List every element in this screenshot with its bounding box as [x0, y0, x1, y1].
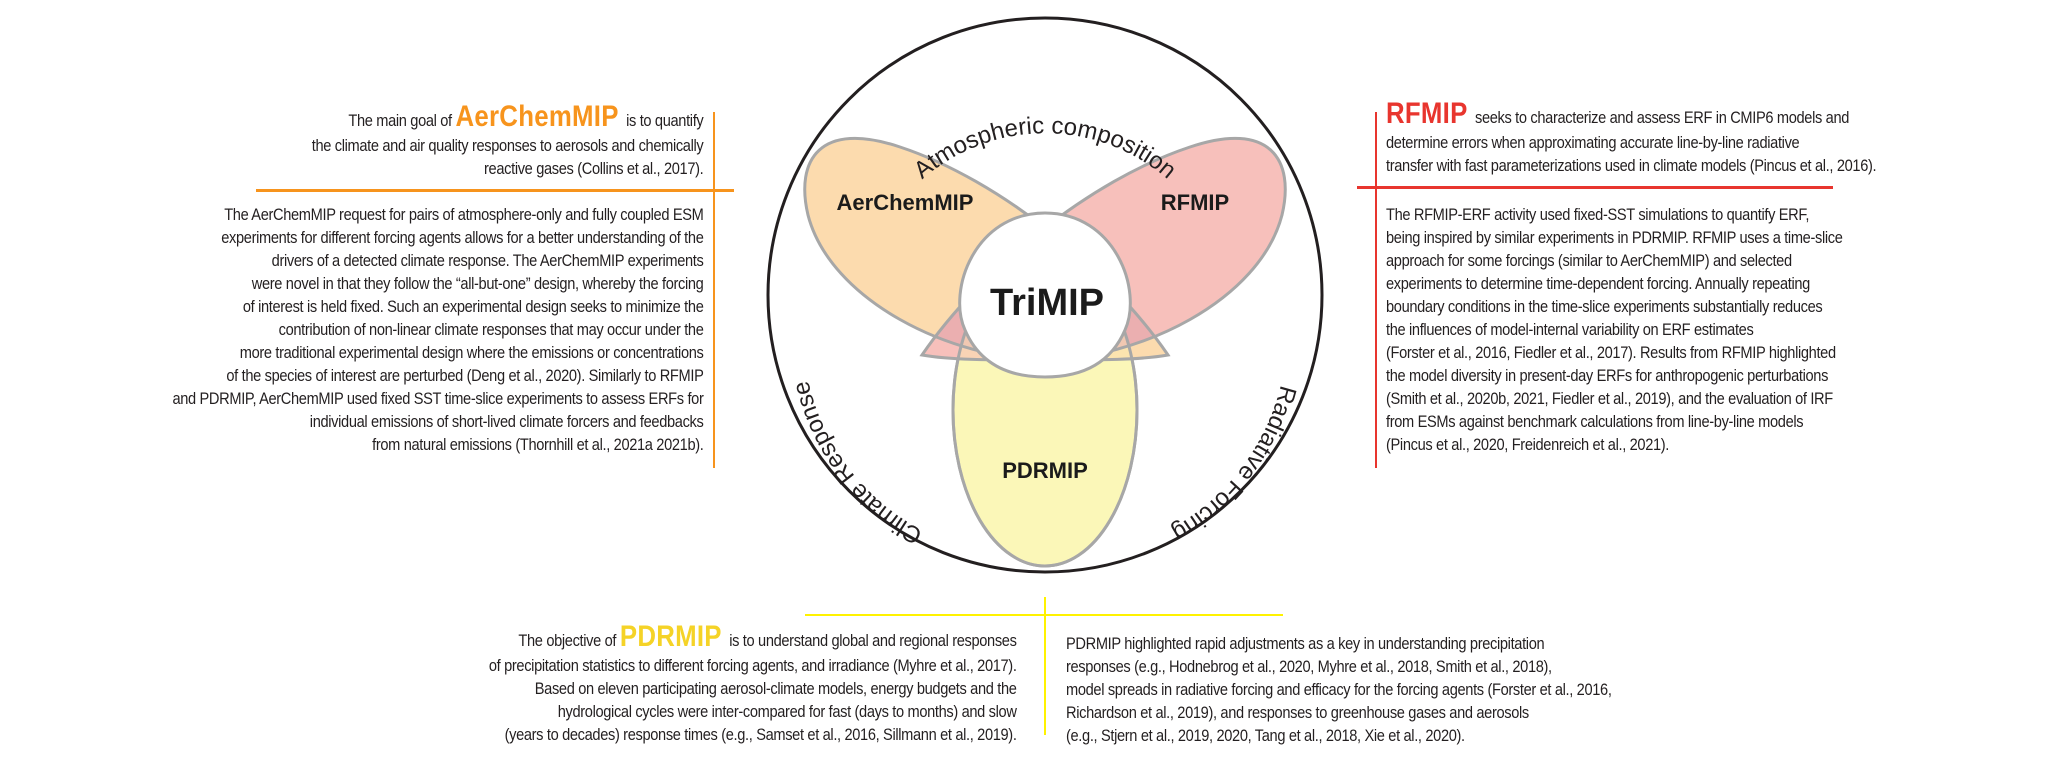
trimip-center-label: TriMIP [990, 282, 1104, 324]
aerchemmip-body-line: contribution of non-linear climate respo… [278, 320, 703, 339]
aerchemmip-venn-label: AerChemMIP [837, 190, 974, 215]
pdrmip-venn-label: PDRMIP [1002, 458, 1088, 483]
aerchemmip-intro-suffix: is to quantify [625, 111, 704, 130]
pdrmip-vertical-rule [1044, 597, 1046, 735]
pdrmip-intro-line: of precipitation statistics to different… [489, 656, 1017, 675]
aerchemmip-body-line: were novel in that they follow the “all-… [251, 274, 703, 293]
aerchemmip-intro-first-line: The main goal of AerChemMIP is to quanti… [311, 100, 703, 134]
rfmip-intro-line: transfer with fast parameterizations use… [1386, 156, 1877, 175]
rfmip-body-line: experiments to determine time-dependent … [1386, 274, 1810, 293]
trimip-center-region [958, 211, 1132, 379]
aerchemmip-body-line: of the species of interest are perturbed… [225, 366, 703, 385]
rfmip-intro-suffix: seeks to characterize and assess ERF in … [1474, 108, 1850, 127]
rfmip-intro-first-line: RFMIP seeks to characterize and assess E… [1386, 97, 1876, 131]
aerchemmip-body-line: drivers of a detected climate response. … [271, 251, 703, 270]
aerchemmip-intro: The main goal of AerChemMIP is to quanti… [311, 100, 703, 180]
aerchemmip-body-line: more traditional experimental design whe… [239, 343, 703, 362]
aerchemmip-intro-line: reactive gases (Collins et al., 2017). [483, 159, 704, 178]
pdrmip-horizontal-rule [805, 614, 1283, 616]
pdrmip-intro-line: hydrological cycles were inter-compared … [558, 702, 1017, 721]
rfmip-intro: RFMIP seeks to characterize and assess E… [1386, 97, 1877, 177]
rfmip-title: RFMIP [1386, 97, 1468, 130]
aerchemmip-horizontal-rule [256, 189, 734, 192]
pdrmip-title: PDRMIP [620, 620, 723, 653]
pdrmip-intro: The objective of PDRMIP is to understand… [489, 620, 1017, 746]
rfmip-body-line: approach for some forcings (similar to A… [1386, 251, 1792, 270]
rfmip-body-line: The RFMIP-ERF activity used fixed-SST si… [1386, 205, 1810, 224]
pdrmip-intro-prefix: The objective of [518, 631, 617, 650]
rfmip-body-line: (Pincus et al., 2020, Freidenreich et al… [1386, 435, 1670, 454]
aerchemmip-intro-prefix: The main goal of [348, 111, 452, 130]
aerchemmip-body-line: The AerChemMIP request for pairs of atmo… [223, 205, 704, 224]
rfmip-body-line: the model diversity in present-day ERFs … [1386, 366, 1829, 385]
aerchemmip-body-line: individual emissions of short-lived clim… [309, 412, 703, 431]
rfmip-venn-label: RFMIP [1161, 190, 1229, 215]
rfmip-body-line: (Smith et al., 2020b, 2021, Fiedler et a… [1386, 389, 1833, 408]
aerchemmip-body-line: and PDRMIP, AerChemMIP used fixed SST ti… [171, 389, 703, 408]
rfmip-body-line: from ESMs against benchmark calculations… [1386, 412, 1804, 431]
aerchemmip-body: The AerChemMIP request for pairs of atmo… [172, 203, 703, 456]
pdrmip-body-line: PDRMIP highlighted rapid adjustments as … [1066, 634, 1545, 653]
aerchemmip-body-line: from natural emissions (Thornhill et al.… [371, 435, 704, 454]
aerchemmip-body-line: of interest is held fixed. Such an exper… [242, 297, 704, 316]
rfmip-intro-line: determine errors when approximating accu… [1386, 133, 1800, 152]
aerchemmip-intro-line: the climate and air quality responses to… [311, 136, 703, 155]
pdrmip-body-line: model spreads in radiative forcing and e… [1066, 680, 1612, 699]
rfmip-body-line: the influences of model-internal variabi… [1386, 320, 1754, 339]
rfmip-body-line: being inspired by similar experiments in… [1386, 228, 1843, 247]
aerchemmip-title: AerChemMIP [455, 100, 619, 133]
aerchemmip-vertical-rule [713, 112, 715, 468]
rfmip-horizontal-rule [1357, 186, 1833, 189]
pdrmip-body-line: responses (e.g., Hodnebrog et al., 2020,… [1066, 657, 1552, 676]
pdrmip-intro-line: Based on eleven participating aerosol-cl… [535, 679, 1017, 698]
pdrmip-intro-suffix: is to understand global and regional res… [729, 631, 1018, 650]
aerchemmip-body-line: experiments for different forcing agents… [220, 228, 704, 247]
pdrmip-body-line: Richardson et al., 2019), and responses … [1066, 703, 1529, 722]
rfmip-body-line: (Forster et al., 2016, Fiedler et al., 2… [1386, 343, 1836, 362]
pdrmip-body-line: (e.g., Stjern et al., 2019, 2020, Tang e… [1066, 726, 1465, 745]
rfmip-body-line: boundary conditions in the time-slice ex… [1386, 297, 1823, 316]
pdrmip-intro-first-line: The objective of PDRMIP is to understand… [489, 620, 1017, 654]
rfmip-body: The RFMIP-ERF activity used fixed-SST si… [1386, 203, 1843, 456]
pdrmip-intro-line: (years to decades) response times (e.g.,… [505, 725, 1017, 744]
rfmip-vertical-rule [1375, 112, 1377, 468]
pdrmip-body: PDRMIP highlighted rapid adjustments as … [1066, 632, 1612, 747]
